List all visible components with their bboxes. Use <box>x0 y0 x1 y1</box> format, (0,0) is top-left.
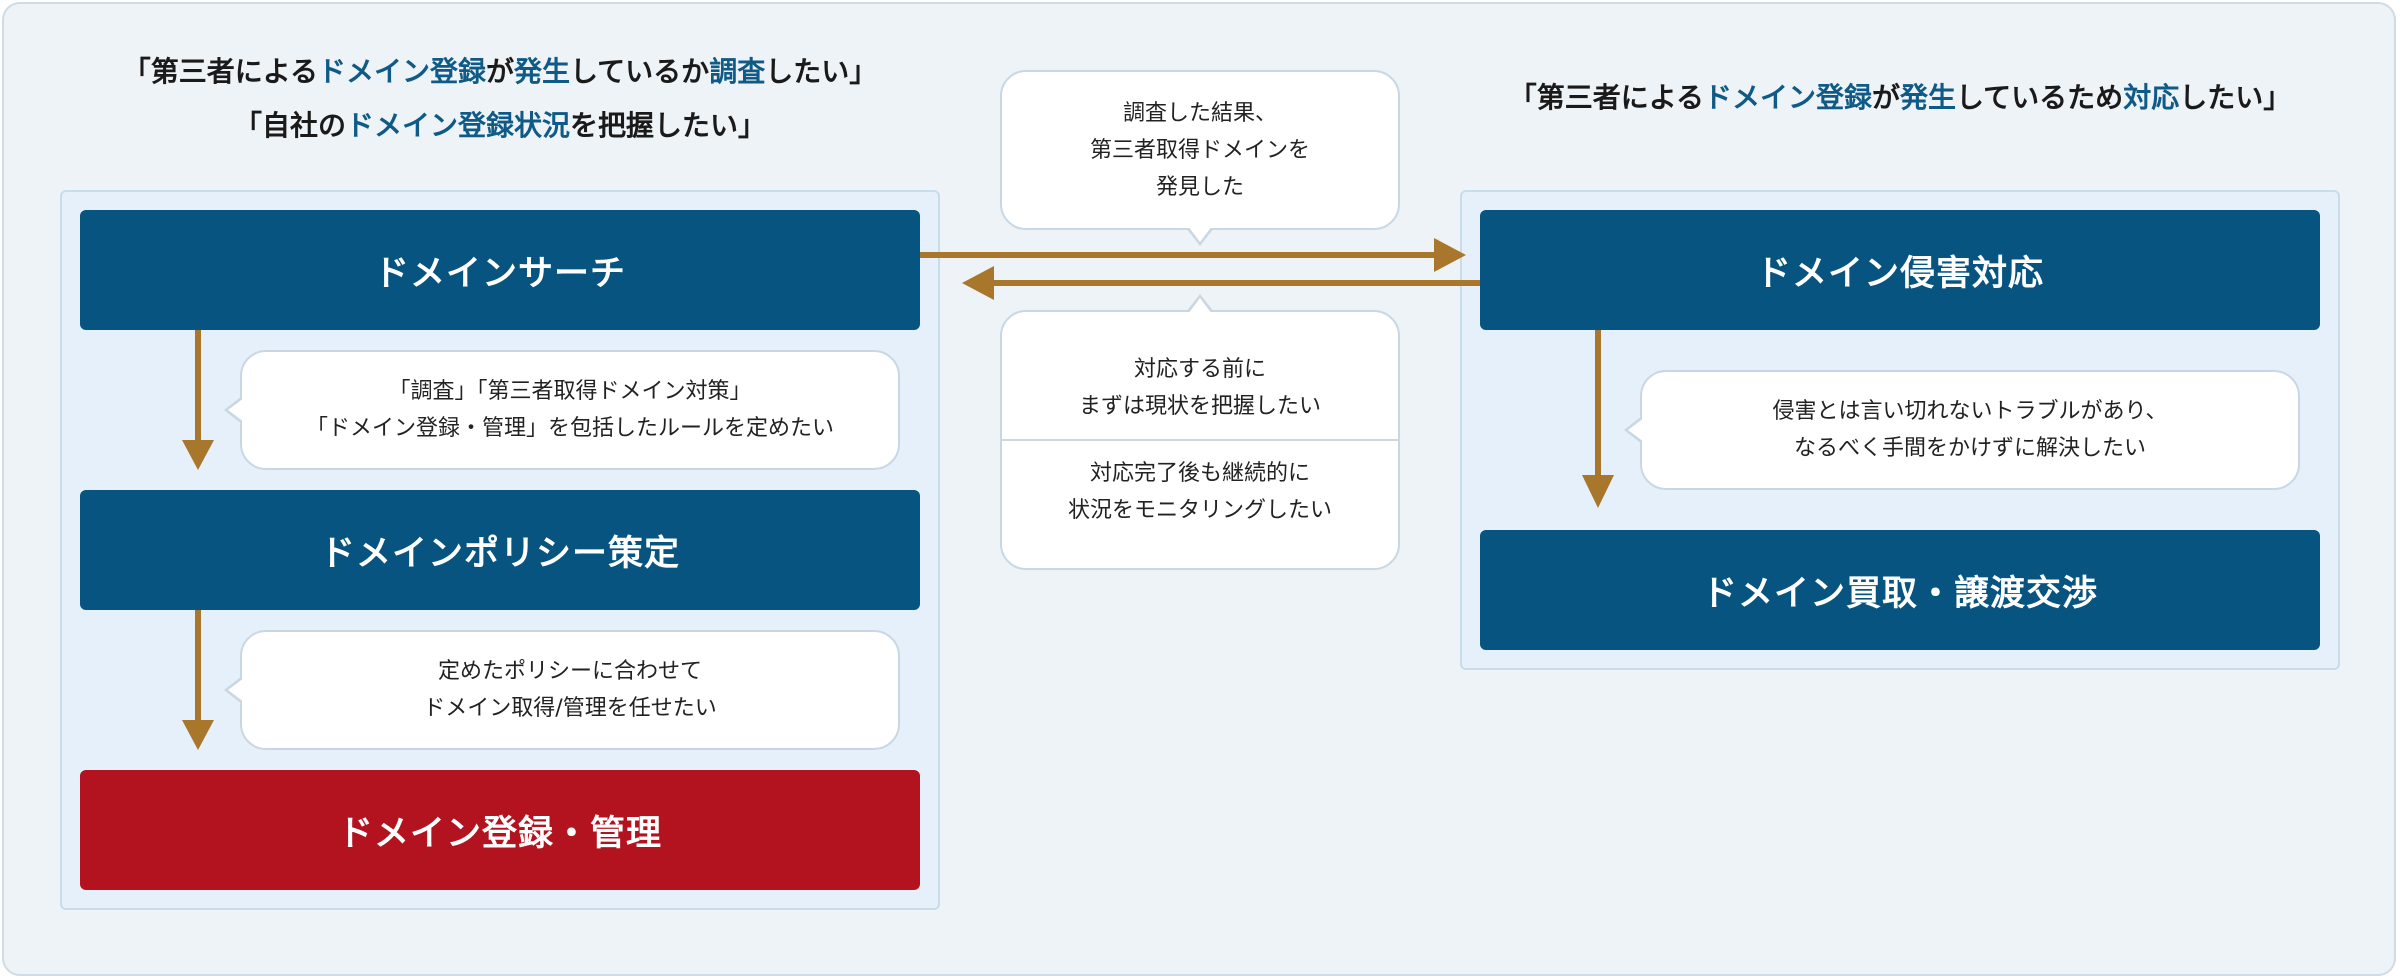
arrow-search-to-infringement-tip <box>1434 238 1466 272</box>
purchase-reason-bubble: 侵害とは言い切れないトラブルがあり、なるべく手間をかけずに解決したい <box>1640 370 2300 490</box>
left-heading-line2: 「自社のドメイン登録状況を把握したい」 <box>233 109 767 142</box>
arrow-infringement-to-purchase <box>1595 330 1601 475</box>
bubble-divider <box>1002 439 1398 441</box>
arrow-search-to-policy <box>195 330 201 450</box>
arrow-infringement-to-purchase-head <box>1582 475 1614 508</box>
arrow-search-to-infringement <box>920 252 1442 258</box>
registration-reason-bubble: 定めたポリシーに合わせてドメイン取得/管理を任せたい <box>240 630 900 750</box>
arrow-search-to-policy-head <box>182 440 214 470</box>
domain-infringement-box[interactable]: ドメイン侵害対応 <box>1480 210 2320 330</box>
arrow-infringement-to-search-tip <box>962 266 994 300</box>
arrow-policy-to-registration-head <box>182 720 214 750</box>
domain-registration-box[interactable]: ドメイン登録・管理 <box>80 770 920 890</box>
discovery-bubble: 調査した結果、第三者取得ドメインを発見した <box>1000 70 1400 230</box>
arrow-policy-to-registration <box>195 610 201 730</box>
monitoring-bubble: 対応する前にまずは現状を把握したい 対応完了後も継続的に状況をモニタリングしたい <box>1000 310 1400 570</box>
left-heading-line1: 「第三者によるドメイン登録が発生しているか調査したい」 <box>122 55 878 88</box>
right-heading: 「第三者によるドメイン登録が発生しているため対応したい」 <box>1508 81 2292 114</box>
domain-purchase-box[interactable]: ドメイン買取・譲渡交渉 <box>1480 530 2320 650</box>
domain-search-box[interactable]: ドメインサーチ <box>80 210 920 330</box>
domain-policy-box[interactable]: ドメインポリシー策定 <box>80 490 920 610</box>
policy-reason-bubble: 「調査」「第三者取得ドメイン対策」「ドメイン登録・管理」を包括したルールを定めた… <box>240 350 900 470</box>
arrow-infringement-to-search <box>990 280 1480 286</box>
